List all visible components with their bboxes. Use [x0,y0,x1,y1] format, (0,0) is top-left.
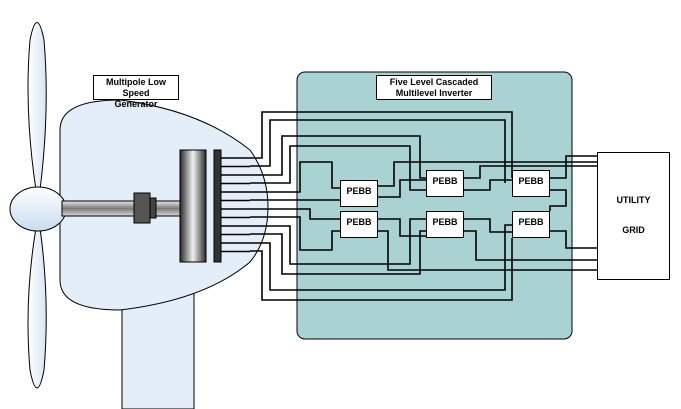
grid-link [550,230,597,249]
generator-label-line2: Generator [114,99,158,109]
grid-label-line2: GRID [622,225,645,235]
pebb-link [378,218,426,237]
blade-top [27,22,47,191]
generator-stator [213,149,222,263]
phase-wire [250,216,340,251]
phase-wire [250,230,426,275]
main-shaft [61,200,181,217]
wiring [221,111,597,301]
inverter-label: Five Level Cascaded Multilevel Inverter [376,75,492,100]
pebb-link [378,179,426,198]
utility-grid-box: UTILITY GRID [597,152,670,280]
grid-link [550,155,597,179]
phase-wire [250,135,426,179]
phase-wire [250,238,513,301]
pebb-module: PEBB [340,180,378,207]
pebb-module: PEBB [512,211,550,238]
pebb-link [464,179,512,191]
shaft-coupling-inner [149,197,157,219]
pebb-link [464,230,597,261]
phase-wire [250,111,513,178]
phase-wire [250,145,426,191]
inverter-label-line2: Multilevel Inverter [395,88,473,98]
pebb-link [464,165,597,179]
generator-label: Multipole Low Speed Generator [93,75,179,109]
grid-link [549,189,567,211]
rotor-hub [9,186,67,232]
generator-rotor [179,149,207,263]
phase-wire [250,224,512,291]
pebb-link [378,161,597,187]
pebb-module: PEBB [340,211,378,238]
pebb-link [464,218,512,233]
phase-wire [250,218,426,265]
phase-wire [250,208,340,220]
pebb-link [378,230,597,271]
pebb-module: PEBB [426,170,464,197]
shaft-coupling [133,192,151,224]
phase-wire [250,161,340,193]
generator-label-line1: Multipole Low Speed [106,77,166,98]
pebb-module: PEBB [512,170,550,197]
phase-wire [250,119,506,183]
inverter-label-line1: Five Level Cascaded [389,77,479,87]
grid-label-line1: UTILITY [616,195,651,205]
inverter-panel [296,71,573,340]
blade-bottom [27,227,47,389]
pebb-module: PEBB [426,211,464,238]
